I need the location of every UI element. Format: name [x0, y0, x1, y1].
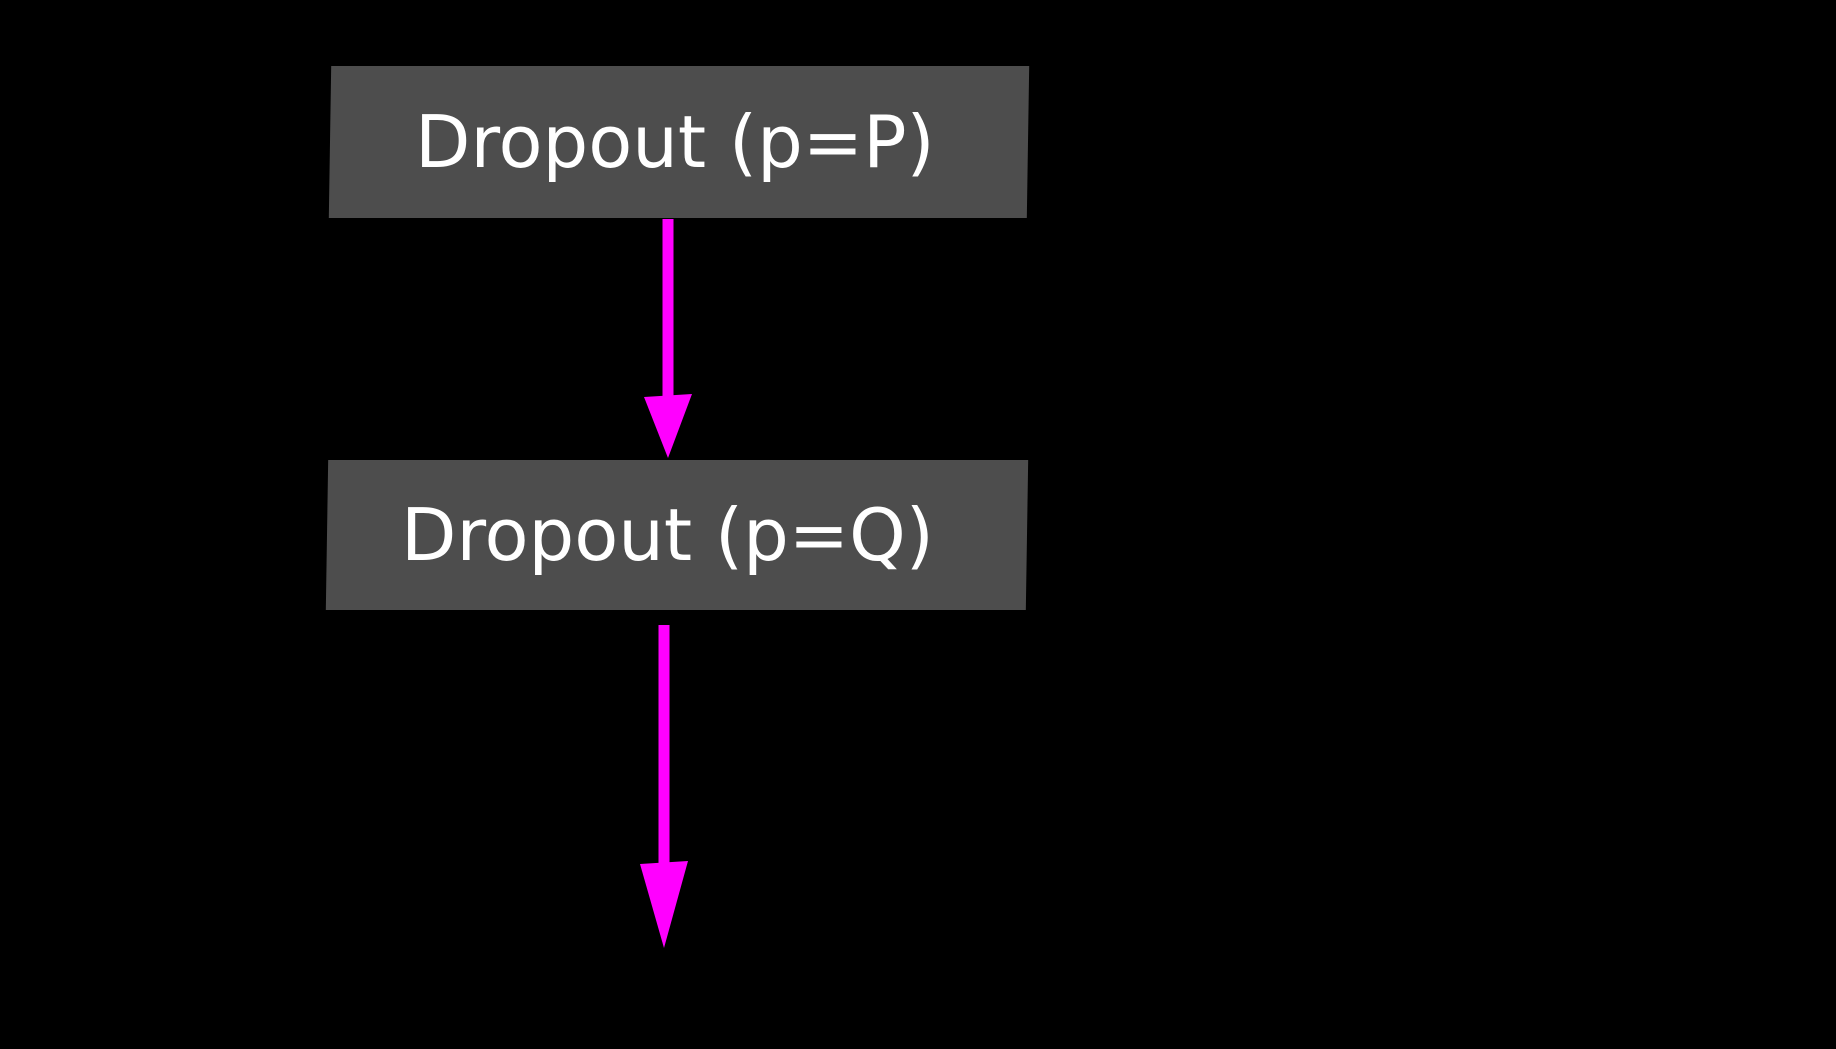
node-dropout-p-label: Dropout (p=P): [415, 100, 935, 184]
node-dropout-q[interactable]: Dropout (p=Q): [325, 460, 1029, 610]
arrowhead-icon: [640, 861, 688, 948]
node-dropout-p[interactable]: Dropout (p=P): [328, 66, 1030, 218]
arrowhead-icon: [644, 394, 692, 458]
node-dropout-q-label: Dropout (p=Q): [400, 493, 934, 577]
